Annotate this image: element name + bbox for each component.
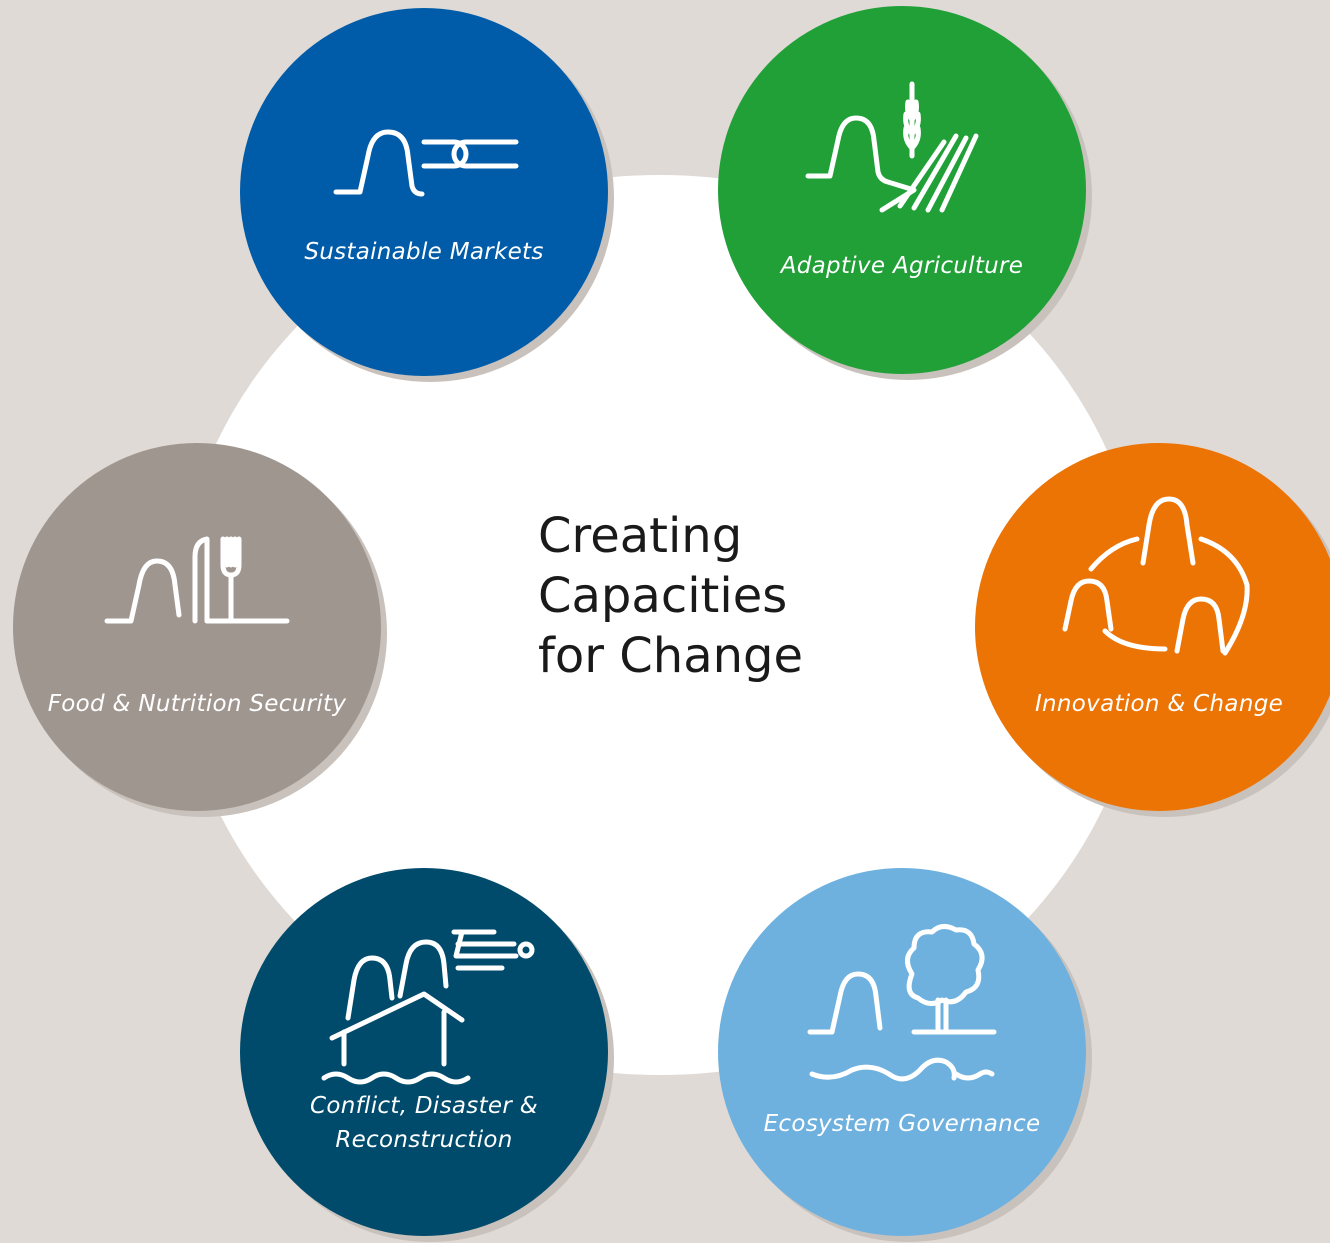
theme-ecosystem-governance[interactable]: Ecosystem Governance bbox=[718, 868, 1086, 1236]
center-title: Creating Capacities for Change bbox=[538, 506, 803, 686]
theme-label: Ecosystem Governance bbox=[763, 1111, 1041, 1137]
theme-conflict-disaster-reconstruction[interactable]: Conflict, Disaster & Reconstruction bbox=[240, 868, 608, 1236]
person-wheat-field-icon bbox=[805, 81, 979, 213]
theme-food-nutrition-security[interactable]: Food & Nutrition Security bbox=[13, 443, 381, 811]
theme-label: Food & Nutrition Security bbox=[47, 691, 347, 717]
theme-label-line-2: Reconstruction bbox=[335, 1127, 513, 1153]
person-tree-water-icon bbox=[807, 924, 997, 1082]
theme-label: Conflict, Disaster & bbox=[310, 1093, 538, 1119]
theme-label: Adaptive Agriculture bbox=[780, 253, 1024, 279]
theme-label: Innovation & Change bbox=[1034, 691, 1284, 717]
theme-adaptive-agriculture[interactable]: Adaptive Agriculture bbox=[718, 6, 1086, 374]
theme-innovation-change[interactable]: Innovation & Change bbox=[975, 443, 1330, 811]
theme-label: Sustainable Markets bbox=[304, 239, 544, 265]
person-chain-link-icon bbox=[333, 129, 519, 197]
people-cycle-icon bbox=[1062, 496, 1250, 656]
person-knife-fork-icon bbox=[104, 536, 290, 624]
theme-sustainable-markets[interactable]: Sustainable Markets bbox=[240, 8, 608, 376]
flood-house-helicopter-icon bbox=[321, 929, 535, 1085]
center-title-line-3: for Change bbox=[538, 628, 804, 684]
center-title-line-2: Capacities bbox=[538, 568, 788, 624]
center-title-line-1: Creating bbox=[538, 508, 743, 564]
